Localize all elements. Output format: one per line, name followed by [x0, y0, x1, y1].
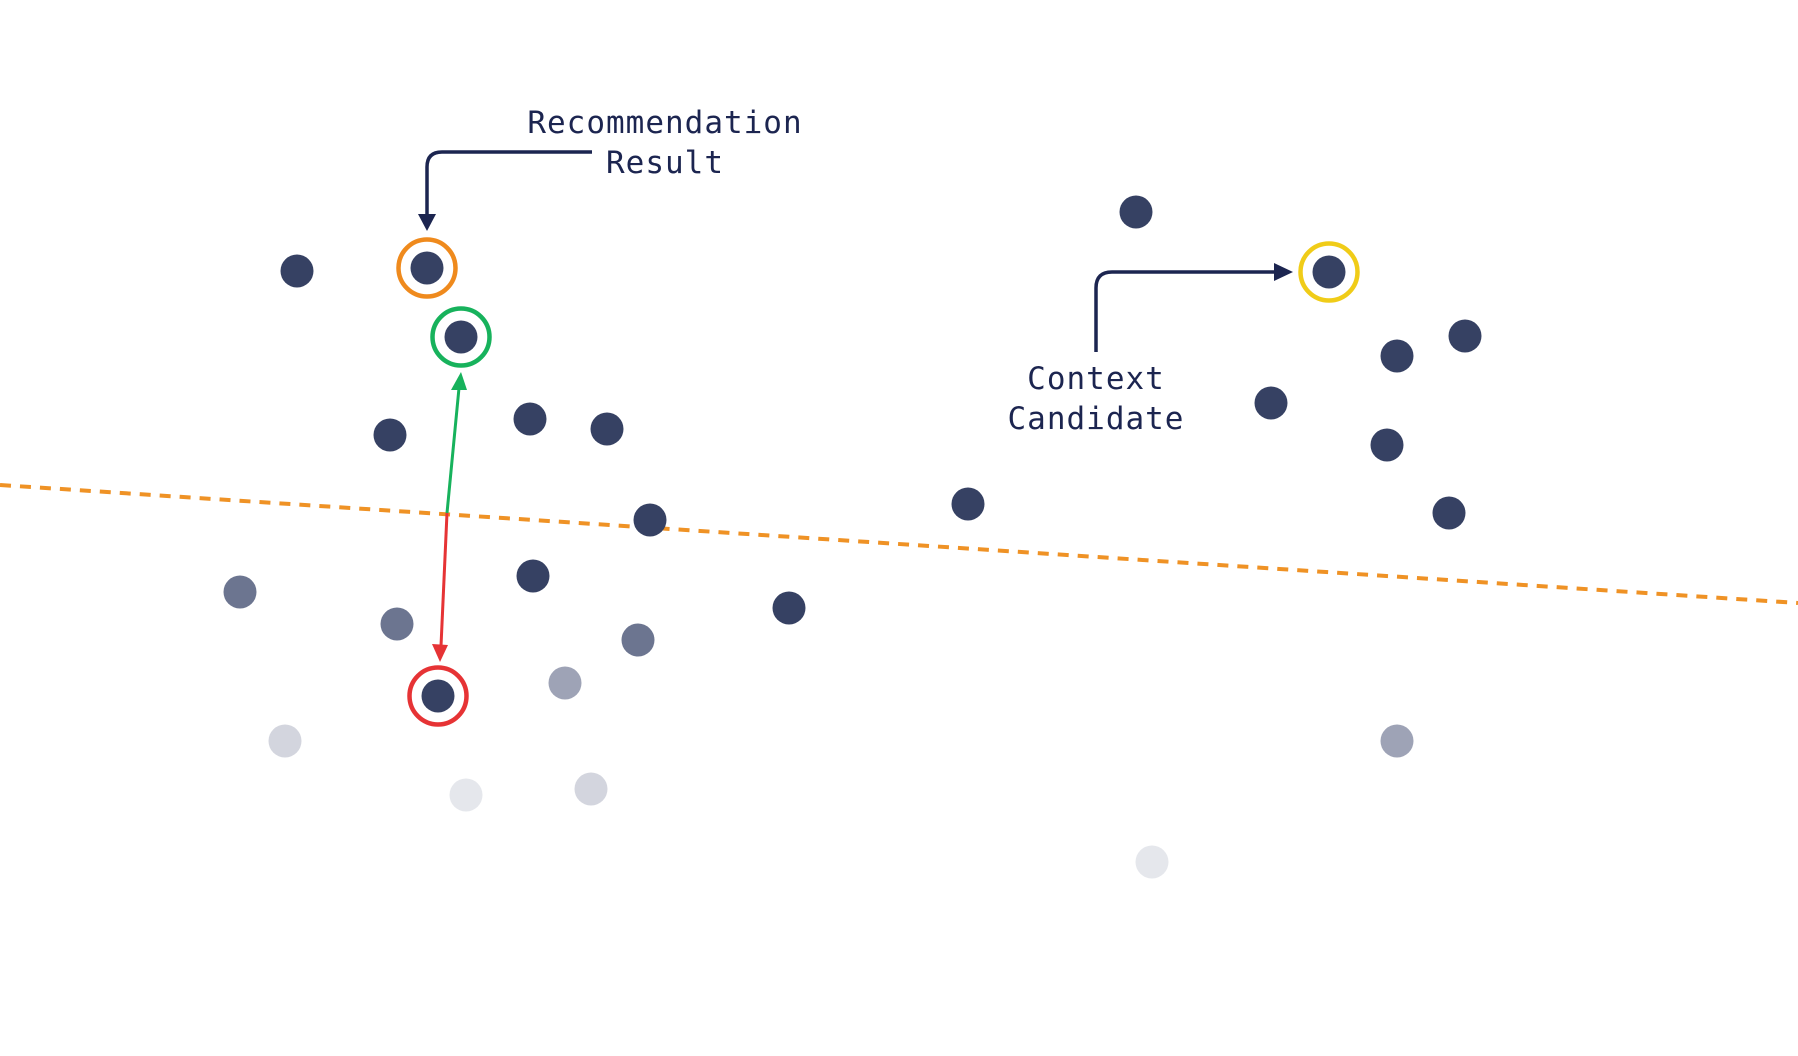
- data-points: [223, 195, 1482, 879]
- data-point-dark: [1448, 319, 1482, 353]
- nearest-neighbor-ring: [430, 306, 492, 368]
- context-label-line2: Candidate: [1008, 401, 1185, 437]
- recommendation-label-line1: Recommendation: [527, 105, 802, 141]
- arrow-right-icon: [1274, 263, 1293, 281]
- data-point-dark: [410, 251, 444, 285]
- arrow-down-icon: [418, 214, 436, 231]
- recommendation-result-callout: Recommendation Result: [418, 105, 802, 231]
- data-point-faintest: [1135, 845, 1169, 879]
- data-point-dark: [516, 559, 550, 593]
- data-point-dark: [633, 503, 667, 537]
- data-point-dark: [590, 412, 624, 446]
- query-point-ring: [407, 665, 469, 727]
- context-candidate-ring: [1298, 241, 1360, 303]
- data-point-dark: [373, 418, 407, 452]
- data-point-faint: [268, 724, 302, 758]
- data-point-faintest: [449, 778, 483, 812]
- similarity-arrow-up: [445, 372, 467, 514]
- data-point-dark: [1370, 428, 1404, 462]
- data-point-dark: [280, 254, 314, 288]
- similarity-arrow-down: [432, 512, 449, 662]
- callout-connector-line: [425, 150, 592, 216]
- data-point-mid: [223, 575, 257, 609]
- data-point-light: [1380, 724, 1414, 758]
- data-point-dark: [1254, 386, 1288, 420]
- data-point-dark: [772, 591, 806, 625]
- decision-boundary-line: [0, 483, 1798, 605]
- data-point-mid: [380, 607, 414, 641]
- data-point-dark: [444, 320, 478, 354]
- context-label-line1: Context: [1027, 361, 1165, 397]
- data-point-dark: [1119, 195, 1153, 229]
- recommendation-result-ring: [396, 237, 458, 299]
- data-point-dark: [951, 487, 985, 521]
- context-candidate-callout: Context Candidate: [1008, 263, 1293, 437]
- callout-connector-line: [1094, 270, 1276, 352]
- data-point-light: [548, 666, 582, 700]
- data-point-mid: [621, 623, 655, 657]
- arrow-down-icon: [432, 644, 448, 662]
- data-point-dark: [421, 679, 455, 713]
- arrow-up-icon: [451, 372, 467, 390]
- data-point-dark: [1432, 496, 1466, 530]
- data-point-dark: [1312, 255, 1346, 289]
- data-point-dark: [513, 402, 547, 436]
- recommendation-label-line2: Result: [606, 145, 724, 181]
- data-point-dark: [1380, 339, 1414, 373]
- data-point-faint: [574, 772, 608, 806]
